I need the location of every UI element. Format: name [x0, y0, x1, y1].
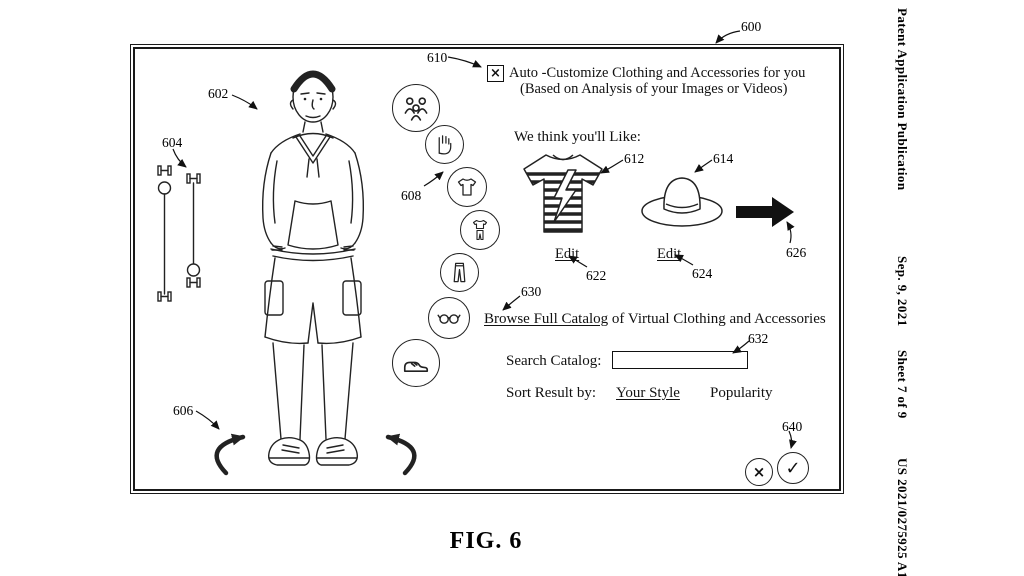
tshirt-icon[interactable]: [447, 167, 487, 207]
pants-icon[interactable]: [440, 253, 479, 292]
checkbox-checked-icon: ×: [490, 66, 501, 81]
avatar-rotate-arrows[interactable]: [191, 425, 441, 480]
sneaker-icon[interactable]: [392, 339, 440, 387]
ref-626-label: 626: [786, 245, 807, 260]
ref-622-label: 622: [586, 268, 607, 283]
sort-result-label: Sort Result by:: [506, 385, 597, 401]
virtual-fitting-screen: × Auto -Customize Clothing and Accessori…: [130, 44, 844, 494]
leader-600: [715, 30, 741, 44]
rotate-left-arrow[interactable]: [214, 433, 246, 476]
edit-hat-link[interactable]: Edit: [657, 246, 682, 262]
avatar-sneakers: [267, 437, 359, 466]
ref-610-label: 610: [427, 50, 448, 65]
close-icon: ×: [752, 463, 766, 481]
avatar-shorts: [264, 257, 362, 345]
ref-608-label: 608: [401, 188, 422, 203]
exercise-equipment-icon: [157, 165, 201, 302]
ref-600-label: 600: [741, 19, 762, 34]
ref-640-label: 640: [782, 419, 803, 434]
browse-full-catalog-link[interactable]: Browse Full Catalog: [484, 311, 609, 327]
cancel-button[interactable]: ×: [745, 458, 773, 486]
ref-612-label: 612: [624, 151, 645, 166]
patent-publication-header: Patent Application Publication: [895, 8, 910, 191]
rotate-right-arrow[interactable]: [385, 433, 417, 476]
avatar-figure: [262, 70, 364, 466]
outfit-icon[interactable]: [460, 210, 500, 250]
ref-604-label: 604: [162, 135, 183, 150]
avatar-legs: [272, 342, 354, 440]
ref-630-label: 630: [521, 284, 542, 299]
sort-option-your-style[interactable]: Your Style: [616, 385, 680, 401]
browse-catalog-line: Browse Full Catalog of Virtual Clothing …: [484, 311, 826, 328]
avatar-head: [289, 70, 337, 123]
check-icon: ✓: [785, 457, 801, 479]
auto-customize-checkbox[interactable]: ×: [487, 65, 504, 82]
ref-614-label: 614: [713, 151, 734, 166]
confirm-button[interactable]: ✓: [777, 452, 809, 484]
patent-document-number: US 2021/0275925 A1: [895, 458, 910, 576]
suggested-hat-thumbnail[interactable]: [639, 167, 725, 233]
suggestion-heading: We think you'll Like:: [514, 129, 641, 145]
search-catalog-label: Search Catalog:: [506, 353, 602, 369]
ref-602-label: 602: [208, 86, 229, 101]
auto-customize-label-line2: (Based on Analysis of your Images or Vid…: [520, 81, 788, 97]
auto-customize-label-line1: Auto -Customize Clothing and Accessories…: [509, 65, 806, 81]
figure-caption: FIG. 6: [449, 528, 523, 554]
patent-sheet-number: Sheet 7 of 9: [895, 350, 910, 419]
ref-606-label: 606: [173, 403, 194, 418]
patent-date: Sep. 9, 2021: [895, 256, 910, 327]
suggested-tshirt-thumbnail[interactable]: [518, 148, 608, 240]
sort-option-popularity[interactable]: Popularity: [710, 385, 773, 401]
edit-shirt-link[interactable]: Edit: [555, 246, 580, 262]
search-catalog-input[interactable]: [612, 351, 748, 369]
eyeglasses-icon[interactable]: [428, 297, 470, 339]
wave-hand-icon[interactable]: [425, 125, 464, 164]
browse-catalog-rest: of Virtual Clothing and Accessories: [608, 311, 826, 327]
more-suggestions-arrow[interactable]: [736, 197, 794, 227]
ref-632-label: 632: [748, 331, 769, 346]
people-group-icon[interactable]: [392, 84, 440, 132]
ref-624-label: 624: [692, 266, 713, 281]
avatar-hoodie: [262, 121, 364, 262]
